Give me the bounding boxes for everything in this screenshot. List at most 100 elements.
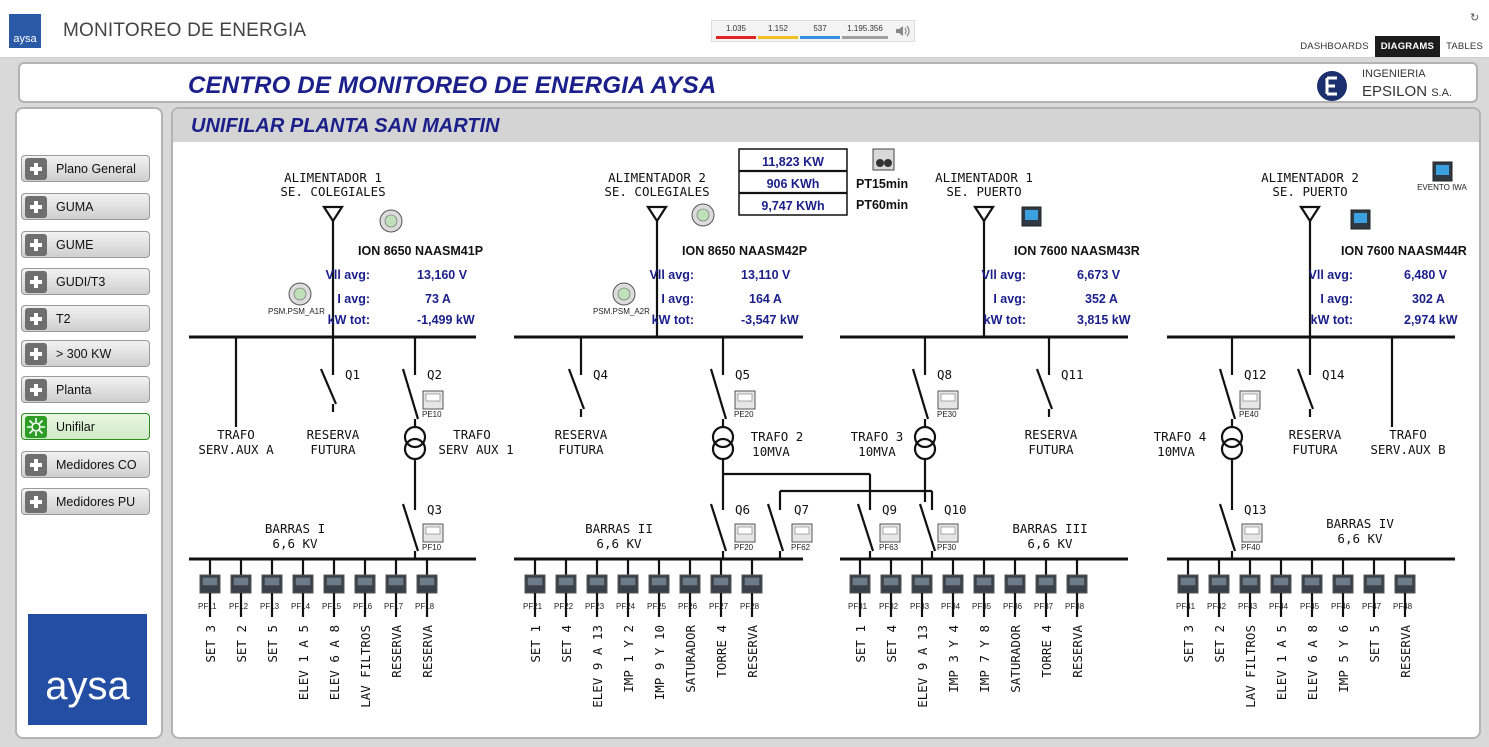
load-pf-label: PF14 [291,602,311,611]
load-pf-label: PF47 [1362,602,1382,611]
breaker-label: Q6 [735,502,750,517]
value-iavg: 302 A [1412,292,1445,306]
sidebar-item-t2[interactable]: T2 [21,305,150,332]
speaker-icon[interactable] [894,24,910,38]
breaker-label: Q1 [345,367,360,382]
sidebar-item-unifilar[interactable]: Unifilar [21,413,150,440]
breaker-switch [766,503,785,552]
load-name: SET 2 [1212,625,1227,663]
refresh-icon[interactable]: ↻ [1470,12,1480,24]
load-name: SET 5 [265,625,280,663]
load-meter-icon-screen [326,577,342,586]
sidebar-item-label: GUMA [56,199,94,214]
load-meter-icon-screen [1038,577,1054,586]
sidebar-item-over-300kw[interactable]: > 300 KW [21,340,150,367]
label-vll: Vll avg: [650,268,694,282]
load-meter-icon-screen [883,577,899,586]
pe-meter-icon-screen [940,393,956,402]
meter-label: PF20 [734,543,754,552]
transformer-coil [913,437,937,461]
pf-meter-icon-screen [794,526,810,535]
load-name: SET 4 [559,625,574,663]
alarm-summary-bar[interactable]: 1.035 1.152 537 1.195.356 [711,20,915,42]
load-name: ELEV 6 A 8 [1305,625,1320,700]
load-meter-icon-screen [1242,577,1258,586]
value-kw: -3,547 kW [741,313,799,327]
load-meter-icon-screen [388,577,404,586]
load-name: SET 3 [1181,625,1196,663]
breaker-switch [1218,503,1237,552]
load-name: LAV FILTROS [1243,625,1258,708]
sidebar-item-label: Medidores CO [56,457,137,472]
sidebar-item-gume[interactable]: GUME [21,231,150,258]
load-meter-icon-screen [589,577,605,586]
sidebar-item-planta[interactable]: Planta [21,376,150,403]
busbar-name: BARRAS III [1012,521,1087,536]
feeder-name: ALIMENTADOR 1 [935,170,1033,185]
load-pf-label: PF45 [1300,602,1320,611]
load-name: LAV FILTROS [358,625,373,708]
load-pf-label: PF42 [1207,602,1227,611]
load-pf-label: PF34 [941,602,961,611]
sidebar-item-medidores-co[interactable]: Medidores CO [21,451,150,478]
tab-tables[interactable]: TABLES [1446,41,1483,52]
binoculars-icon[interactable] [872,148,895,171]
load-name: ELEV 1 A 5 [296,625,311,700]
load-pf-label: PF12 [229,602,249,611]
label-iavg: I avg: [337,292,370,306]
transformer-coil [403,425,427,449]
meter-gauge-icon-face [696,208,710,222]
pe-meter-icon-screen [425,393,441,402]
branch-label: TRAFO [1389,427,1427,442]
aysa-logo[interactable]: aysa [9,14,41,48]
load-meter-icon-screen [1007,577,1023,586]
load-name: SET 5 [1367,625,1382,663]
meter-gauge-icon-face [384,214,398,228]
sidebar-item-medidores-pu[interactable]: Medidores PU [21,488,150,515]
sidebar-item-gudi-t3[interactable]: GUDI/T3 [21,268,150,295]
load-name: SET 3 [203,625,218,663]
alarm-count-warning[interactable]: 1.152 [758,23,798,39]
alarm-count-critical[interactable]: 1.035 [716,23,756,39]
load-pf-label: PF41 [1176,602,1196,611]
load-name: SATURADOR [1008,625,1023,693]
sidebar-item-plano-general[interactable]: Plano General [21,155,150,182]
breaker-label: Q4 [593,367,608,382]
branch-label: SERV AUX 1 [438,442,513,457]
branch-label: FUTURA [558,442,604,457]
branch-label: SERV.AUX A [198,442,274,457]
busbar-name: BARRAS I [265,521,325,536]
load-meter-icon-screen [1211,577,1227,586]
load-meter-icon-screen [914,577,930,586]
load-pf-label: PF44 [1269,602,1289,611]
sidebar-item-guma[interactable]: GUMA [21,193,150,220]
load-name: IMP 7 Y 8 [977,625,992,693]
value-vll: 6,480 V [1404,268,1448,282]
load-pf-label: PF46 [1331,602,1351,611]
load-pf-label: PF33 [910,602,930,611]
alarm-count-total[interactable]: 1.195.356 [842,23,888,39]
diagram-title: UNIFILAR PLANTA SAN MARTIN [191,115,500,137]
binoculars-lens [884,159,892,167]
load-name: SET 4 [884,625,899,663]
totals-box [738,148,848,216]
feeder-substation: SE. PUERTO [946,184,1021,199]
breaker-label: Q11 [1061,367,1084,382]
tab-dashboards[interactable]: DASHBOARDS [1300,41,1369,52]
meter-screen-icon-display [1354,213,1367,223]
total-pt60: 9,747 KWh [761,199,824,213]
value-kw: 2,974 kW [1404,313,1458,327]
load-name: ELEV 9 A 13 [590,625,605,708]
sidebar: Plano General GUMA GUME GUDI/T3 T2 > 300… [15,107,163,739]
tab-diagrams[interactable]: DIAGRAMS [1374,36,1441,57]
busbar-voltage: 6,6 KV [1027,536,1073,551]
plus-icon [25,195,47,218]
load-pf-label: PF32 [879,602,899,611]
branch-label: TRAFO [217,427,255,442]
label-vll: Vll avg: [982,268,1026,282]
load-meter-icon-screen [233,577,249,586]
load-pf-label: PF15 [322,602,342,611]
load-pf-label: PF38 [1065,602,1085,611]
pf-meter-icon-screen [882,526,898,535]
alarm-count-info[interactable]: 537 [800,23,840,39]
